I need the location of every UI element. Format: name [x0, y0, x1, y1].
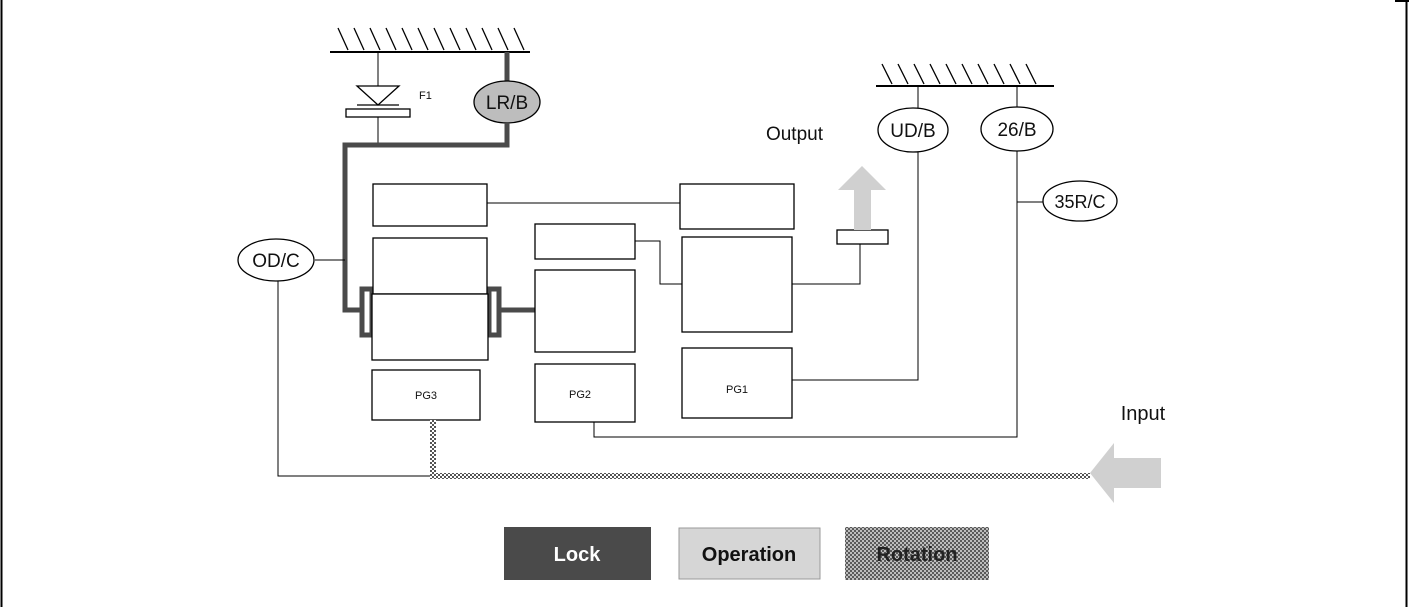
housing-ground-right: [876, 63, 1054, 87]
input-arrow: [1090, 443, 1161, 503]
pg3-upper-block: [372, 237, 488, 295]
pg3-label: PG3: [415, 390, 437, 402]
pg3-box: [371, 369, 481, 421]
b26-brake: [980, 106, 1054, 152]
legend-operation-swatch: [678, 527, 821, 580]
legend-lock-swatch: [504, 527, 651, 580]
b26-label: 26/B: [997, 120, 1036, 141]
r35c-clutch: [1042, 180, 1118, 222]
r35c-label: 35R/C: [1054, 192, 1105, 212]
lr-b-label: LR/B: [486, 93, 528, 114]
one-way-clutch-f1: [345, 52, 411, 145]
rotation-path-vertical: [430, 420, 436, 479]
thin-connectors: [277, 146, 1043, 477]
ud-b-label: UD/B: [890, 121, 935, 142]
pg1-carrier-block: [681, 236, 793, 333]
housing-ground-left: [330, 27, 530, 53]
legend-lock-label: Lock: [554, 544, 602, 566]
output-label: Output: [766, 124, 824, 145]
pg3-lower-block: [371, 293, 489, 361]
output-arrow: [838, 166, 886, 230]
pg1-box: [681, 347, 793, 419]
legend-rotation-swatch: [845, 527, 989, 580]
top-left-bar: [372, 183, 488, 227]
ud-b-brake: [877, 107, 949, 153]
pg1-label: PG1: [726, 384, 748, 396]
pg2-upper-bar: [534, 223, 636, 260]
pg2-label: PG2: [569, 389, 591, 401]
output-flange: [836, 229, 889, 245]
f1-label: F1: [419, 90, 432, 102]
od-c-label: OD/C: [252, 251, 300, 272]
od-c-clutch: [237, 238, 315, 282]
input-label: Input: [1121, 403, 1166, 425]
pg2-box: [534, 363, 636, 423]
top-right-bar: [679, 183, 795, 230]
pg2-ring-block: [534, 269, 636, 353]
legend-rotation-label: Rotation: [876, 544, 957, 566]
legend: Lock Operation Rotation: [504, 527, 989, 580]
rotation-path-horizontal: [430, 473, 1090, 479]
legend-operation-label: Operation: [702, 544, 796, 566]
